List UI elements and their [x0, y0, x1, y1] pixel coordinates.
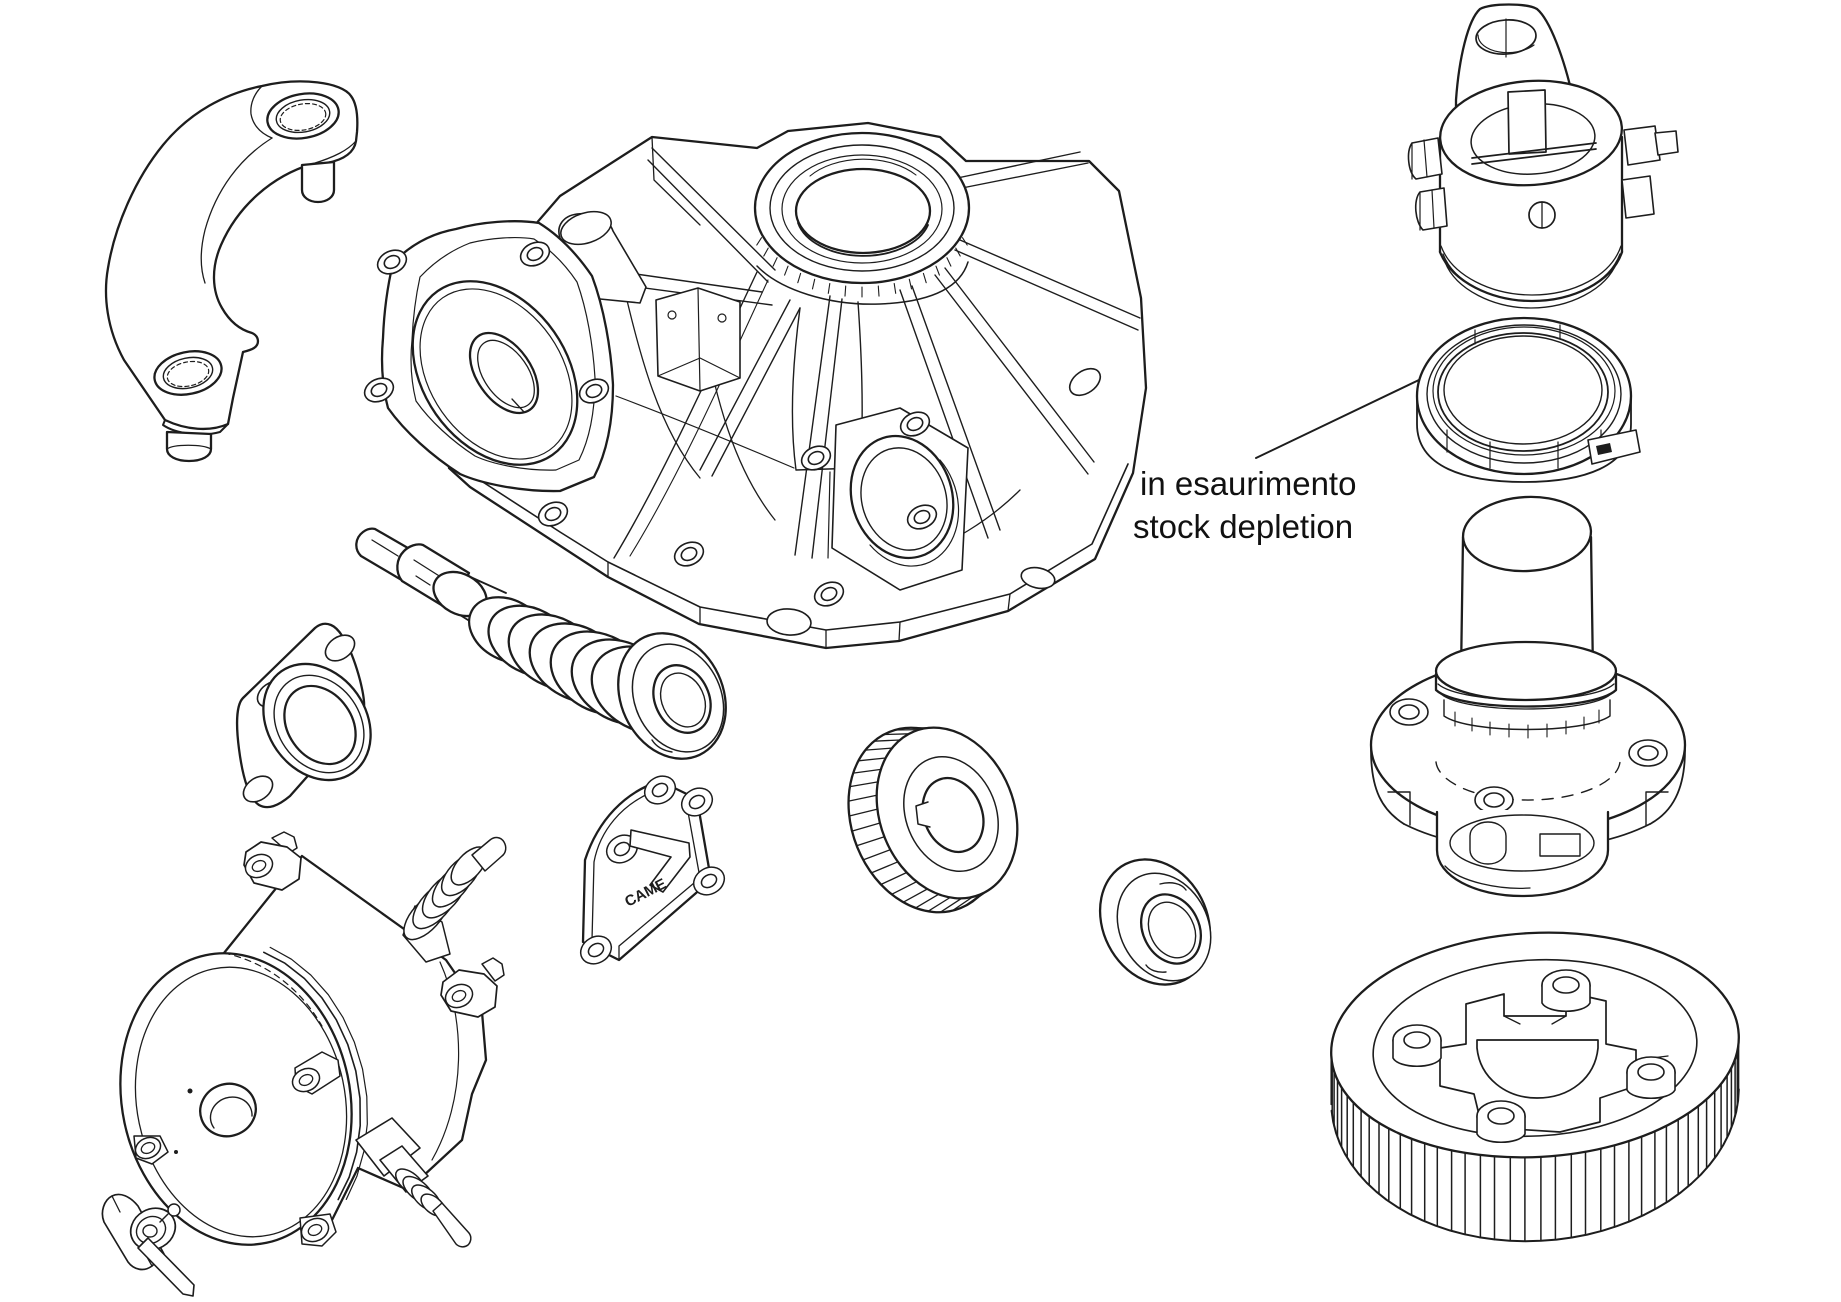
svg-text:in esaurimento: in esaurimento [1140, 465, 1356, 502]
svg-text:stock depletion: stock depletion [1133, 508, 1353, 545]
